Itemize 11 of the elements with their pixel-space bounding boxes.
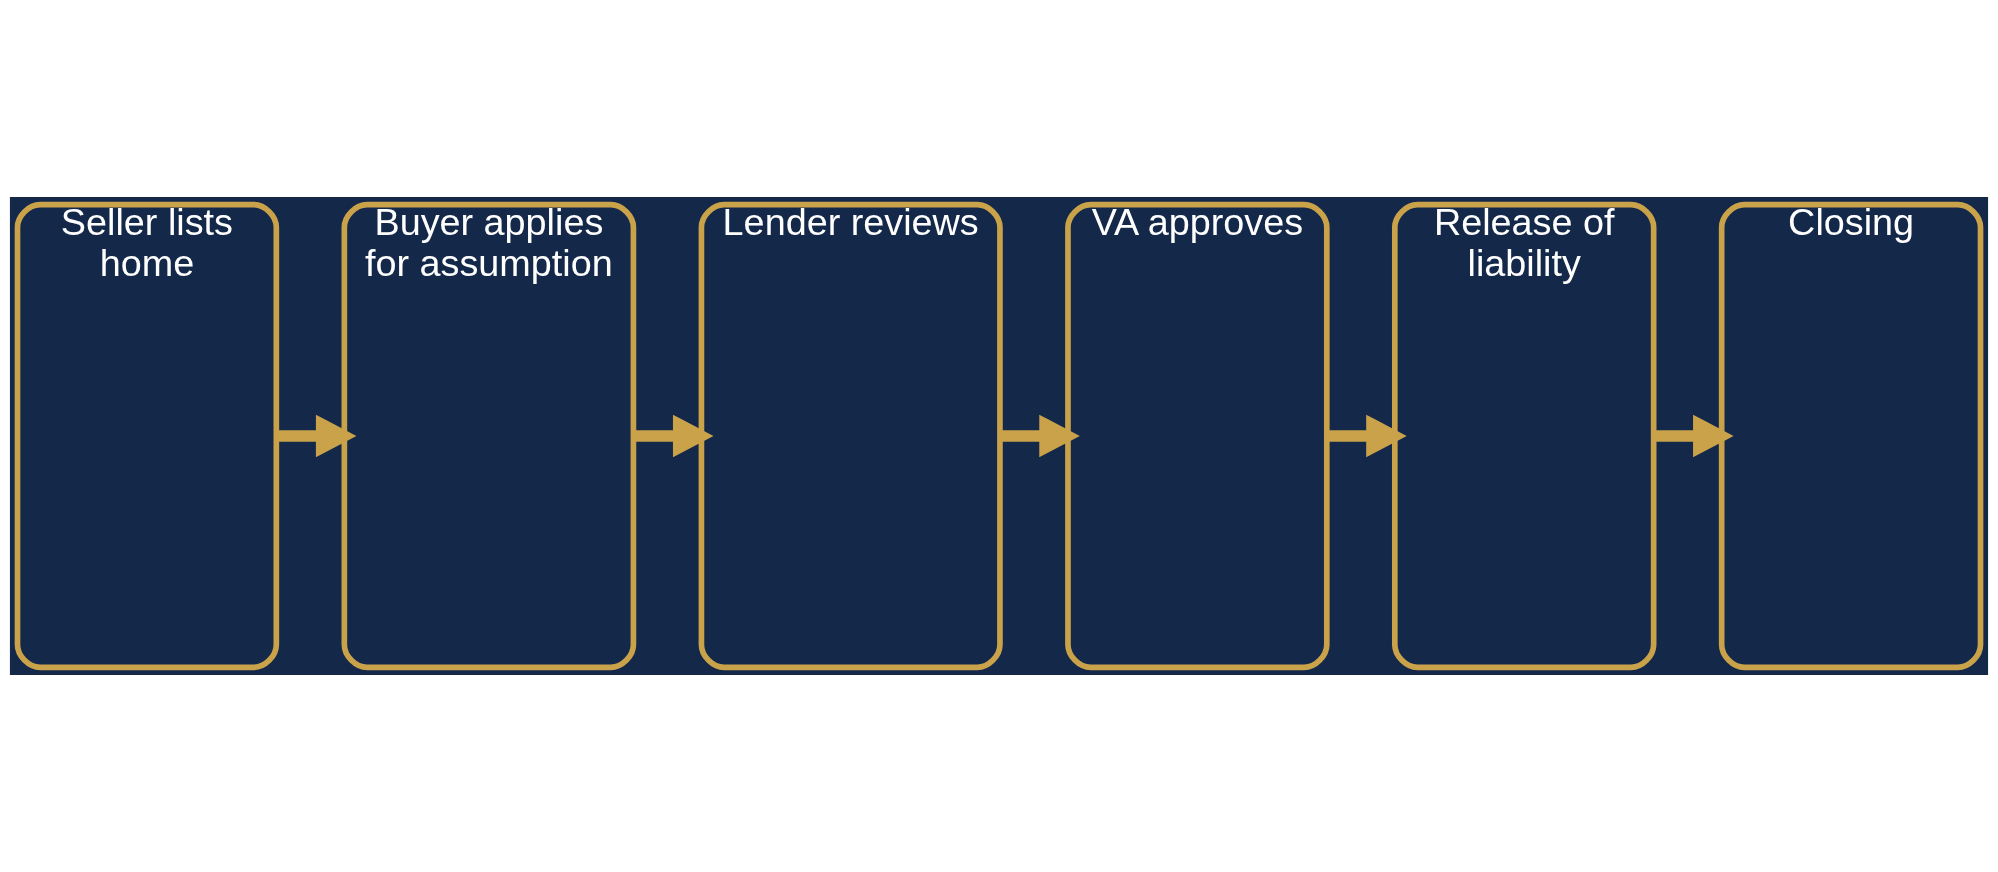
arrow xyxy=(1326,414,1407,458)
node-box: Lender reviews xyxy=(698,201,1003,671)
node-box: Seller lists home xyxy=(14,201,280,671)
arrow xyxy=(633,414,714,458)
node-box: Release of liability xyxy=(1391,201,1657,671)
node-box: VA approves xyxy=(1065,201,1330,671)
arrow xyxy=(1653,414,1734,458)
arrow xyxy=(1000,414,1080,458)
arrow xyxy=(276,414,357,458)
node-box: Closing xyxy=(1718,201,1984,671)
node-box: Buyer applies for assumption xyxy=(341,201,637,671)
